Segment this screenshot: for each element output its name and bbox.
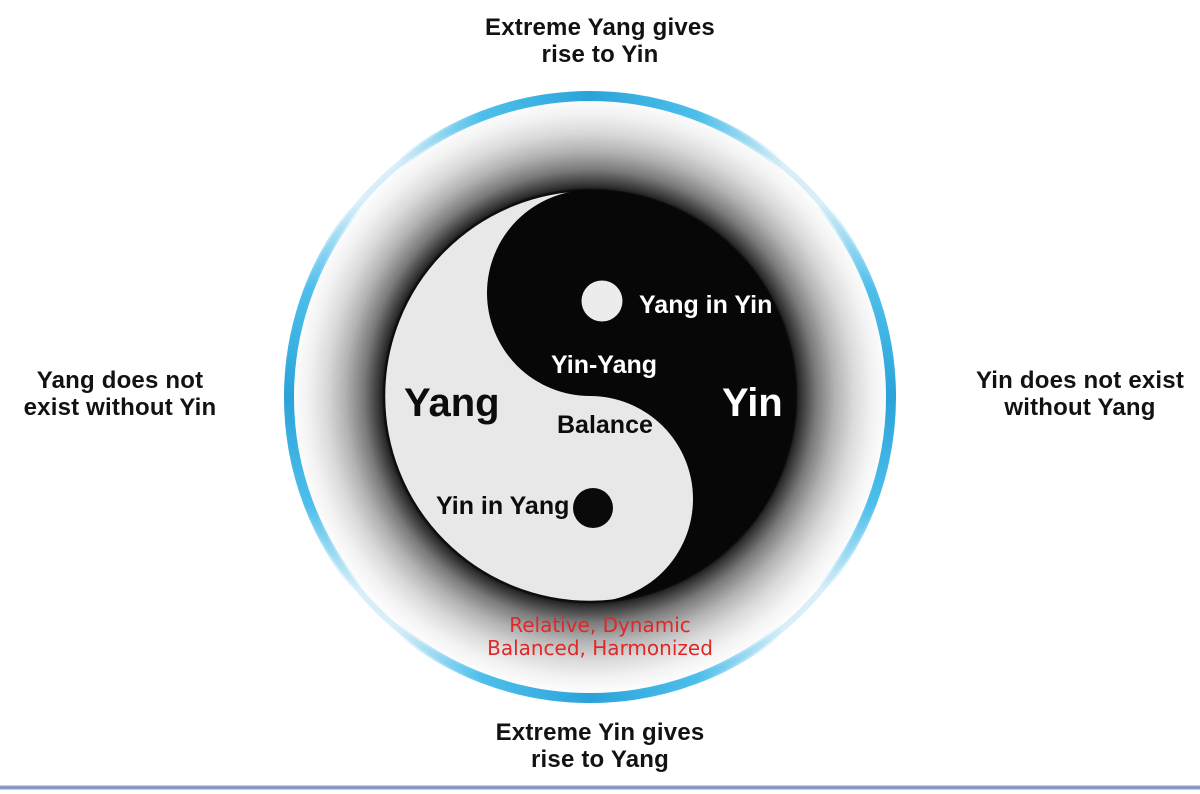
caption-bottom-line1: Extreme Yin gives xyxy=(495,719,705,746)
note-line: Balanced, Harmonized xyxy=(487,636,713,660)
caption-bottom: Extreme Yin gives rise to Yang xyxy=(400,719,800,773)
ring-arc-bottom xyxy=(392,623,788,703)
yang-in-yin-dot xyxy=(581,280,623,322)
yang-in-yin-label: Yang in Yin xyxy=(639,291,773,319)
accent-ring xyxy=(284,91,896,703)
caption-bottom-line2: rise to Yang xyxy=(530,746,669,773)
balance-label-line1: Yin-Yang xyxy=(551,351,658,379)
note-line: Relative, Dynamic xyxy=(509,613,691,637)
yin-region xyxy=(487,190,796,602)
balance-label-line2: Balance xyxy=(557,411,653,439)
caption-top: Extreme Yang gives rise to Yin xyxy=(400,14,800,68)
caption-top-line1: Extreme Yang gives xyxy=(485,14,715,41)
caption-left: Yang does not exist without Yin xyxy=(5,367,235,421)
caption-right: Yin does not exist without Yang xyxy=(960,367,1200,421)
yang-label: Yang xyxy=(404,381,500,425)
yin-label: Yin xyxy=(722,381,783,425)
caption-left-line1: Yang does not xyxy=(36,367,204,394)
footer-divider xyxy=(0,785,1200,790)
ring-arc-right xyxy=(816,199,896,595)
ring-arc-left xyxy=(284,199,364,595)
yinyang-symbol xyxy=(382,188,798,604)
yin-in-yang-label: Yin in Yang xyxy=(436,492,570,520)
caption-left-line2: exist without Yin xyxy=(23,394,217,421)
caption-right-line2: without Yang xyxy=(1004,394,1156,421)
caption-right-line1: Yin does not exist xyxy=(975,367,1185,394)
yin-in-yang-dot xyxy=(573,488,613,528)
caption-top-line2: rise to Yin xyxy=(541,41,659,68)
dynamic-balance-note: Relative, Dynamic Balanced, Harmonized xyxy=(400,614,800,660)
ring-arc-top xyxy=(392,91,788,171)
